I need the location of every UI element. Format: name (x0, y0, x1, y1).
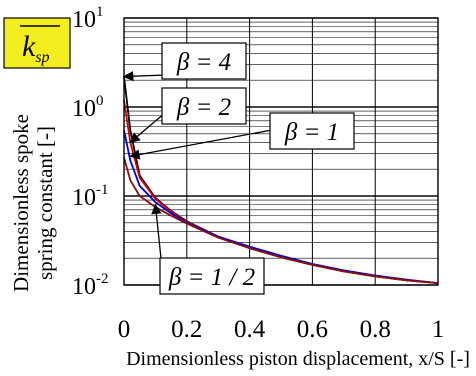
plot-frame (123, 17, 439, 286)
y-tick-exponent: -2 (96, 271, 109, 287)
x-tick-label: 1 (432, 316, 445, 343)
annotation-arrow (129, 111, 167, 144)
annotation-box (159, 257, 265, 295)
annotation-box (161, 87, 247, 125)
title-badge-text: ksp (22, 30, 50, 66)
annotation-label: β = 4 (176, 49, 231, 76)
y-axis-label-line2: spring constant [-] (33, 126, 57, 280)
series-line (123, 157, 439, 284)
y-tick-base: 10 (72, 185, 96, 211)
annotation-box (269, 112, 355, 150)
x-axis-label: Dimensionless piston displacement, x/S [… (126, 348, 470, 370)
annotation-arrow (122, 70, 167, 82)
y-tick-base: 10 (72, 7, 96, 33)
series-layer (123, 76, 439, 284)
y-tick-exponent: -1 (96, 182, 109, 198)
x-tick-label: 0 (118, 316, 131, 343)
annotations: β = 4 β = 2 β = 1 β = 1 / 2 (122, 42, 355, 295)
x-tick-label: 0.6 (297, 316, 328, 343)
annotation-label: β = 2 (176, 94, 231, 121)
title-badge: ksp (3, 17, 71, 69)
y-tick-label: 101 (72, 4, 104, 33)
y-tick-label: 100 (72, 93, 104, 122)
title-badge-sub: sp (35, 49, 49, 66)
annotation-label: β = 1 (284, 119, 339, 146)
y-tick-label: 10-1 (72, 182, 109, 211)
title-badge-main: k (22, 30, 36, 63)
x-tick-label: 0.4 (234, 316, 266, 343)
x-tick-labels: 0 0.2 0.4 0.6 0.8 1 (118, 316, 445, 343)
y-tick-base: 10 (72, 96, 96, 122)
x-tick-label: 0.2 (171, 316, 202, 343)
annotation-box (161, 42, 247, 80)
annotation-label: β = 1 / 2 (168, 264, 255, 291)
series-line (123, 129, 439, 284)
y-tick-exponent: 1 (96, 4, 104, 20)
x-tick-label: 0.8 (360, 316, 391, 343)
annotation-arrow (129, 129, 273, 160)
y-axis-label-line1: Dimensionless spoke (9, 114, 33, 292)
y-tick-exponent: 0 (96, 93, 104, 109)
y-tick-base: 10 (72, 274, 96, 300)
y-tick-label: 10-2 (72, 271, 109, 300)
